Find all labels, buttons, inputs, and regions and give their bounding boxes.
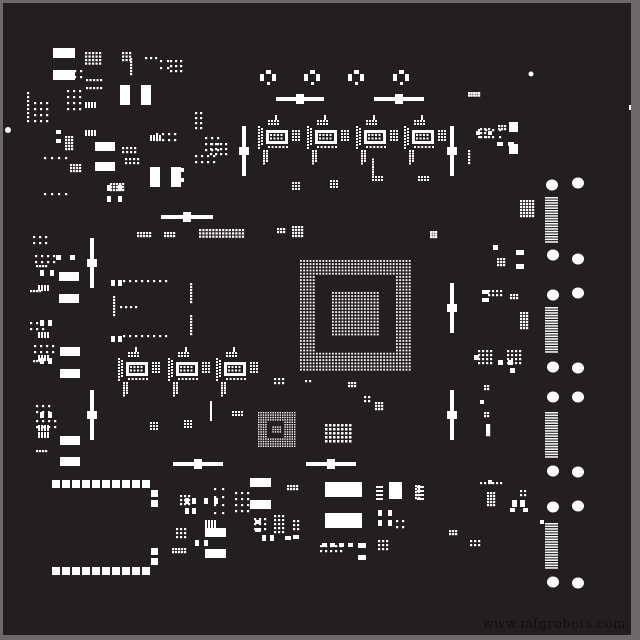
large-pads bbox=[53, 48, 518, 558]
mounting-holes bbox=[5, 71, 631, 589]
small-pad-clusters bbox=[27, 52, 535, 554]
bga-main bbox=[300, 260, 411, 371]
medium-pads bbox=[40, 130, 544, 560]
qfn-chips-top bbox=[258, 115, 446, 165]
bga-small bbox=[258, 412, 352, 447]
edge-connector-left bbox=[52, 480, 158, 575]
pcb-stencil-board bbox=[3, 3, 631, 635]
diamond-clusters bbox=[260, 70, 409, 85]
qfn-chips-mid bbox=[118, 347, 258, 397]
vertical-bars bbox=[87, 126, 457, 440]
ic-footprints bbox=[38, 102, 424, 530]
connector-strips bbox=[545, 197, 558, 569]
qfn-pads-lower bbox=[150, 158, 429, 430]
stencil-pattern bbox=[5, 48, 631, 589]
watermark-text: www.mfgrobots.com bbox=[482, 617, 626, 632]
horizontal-bars bbox=[161, 94, 424, 469]
